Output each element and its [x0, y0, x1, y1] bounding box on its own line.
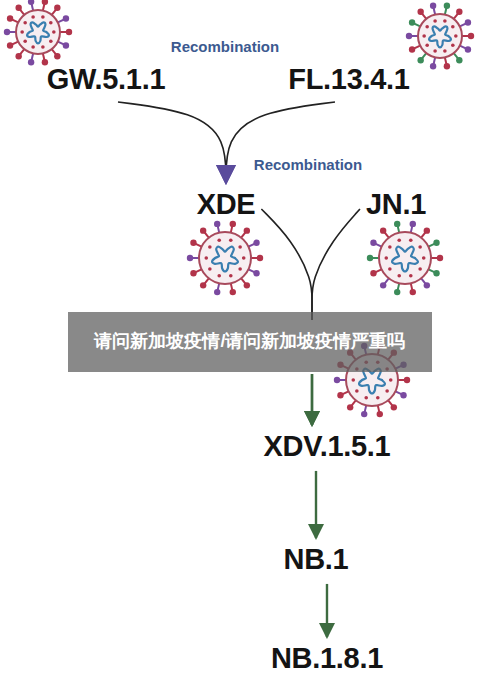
variant-name: FL.13.4.1 [288, 64, 409, 96]
virus-icon [406, 3, 474, 70]
variant-label: JN.1 [366, 189, 426, 221]
variant-label: NB.1.8.1 [271, 643, 383, 675]
arrow-segment [118, 102, 226, 183]
variant-label: XDE [197, 189, 256, 221]
variant-name: NB.1 [284, 544, 349, 576]
arrow-segment [315, 471, 317, 538]
variant-name: XDE [197, 189, 256, 221]
arrow-segment [326, 584, 328, 637]
variant-name: XDV.1.5.1 [264, 431, 391, 463]
lineage-arrow [316, 471, 317, 538]
virus-icon [367, 221, 443, 296]
variant-name: GW.5.1.1 [47, 64, 166, 96]
variant-label: GW.5.1.1 [47, 64, 166, 96]
lineage-arrow [118, 102, 226, 183]
arrow-segment [311, 374, 313, 425]
variant-label: FL.13.4.1 [288, 64, 409, 96]
arrow-segment [312, 209, 360, 320]
variant-name: NB.1.8.1 [271, 643, 383, 675]
variant-label: NB.1 [284, 544, 349, 576]
variant-label: XDV.1.5.1 [264, 431, 391, 463]
virus-icon [4, 0, 72, 65]
arrow-segment [261, 209, 312, 320]
process-label: Recombination [254, 156, 362, 174]
watermark-band: 请问新加坡疫情/请问新加坡疫情严重吗 [68, 312, 432, 372]
variant-name: JN.1 [366, 189, 426, 221]
arrow-segment [311, 374, 313, 425]
virus-icon [187, 221, 263, 296]
process-label: Recombination [171, 38, 279, 56]
lineage-arrow [326, 584, 327, 637]
watermark-text: 请问新加坡疫情/请问新加坡疫情严重吗 [78, 330, 422, 353]
